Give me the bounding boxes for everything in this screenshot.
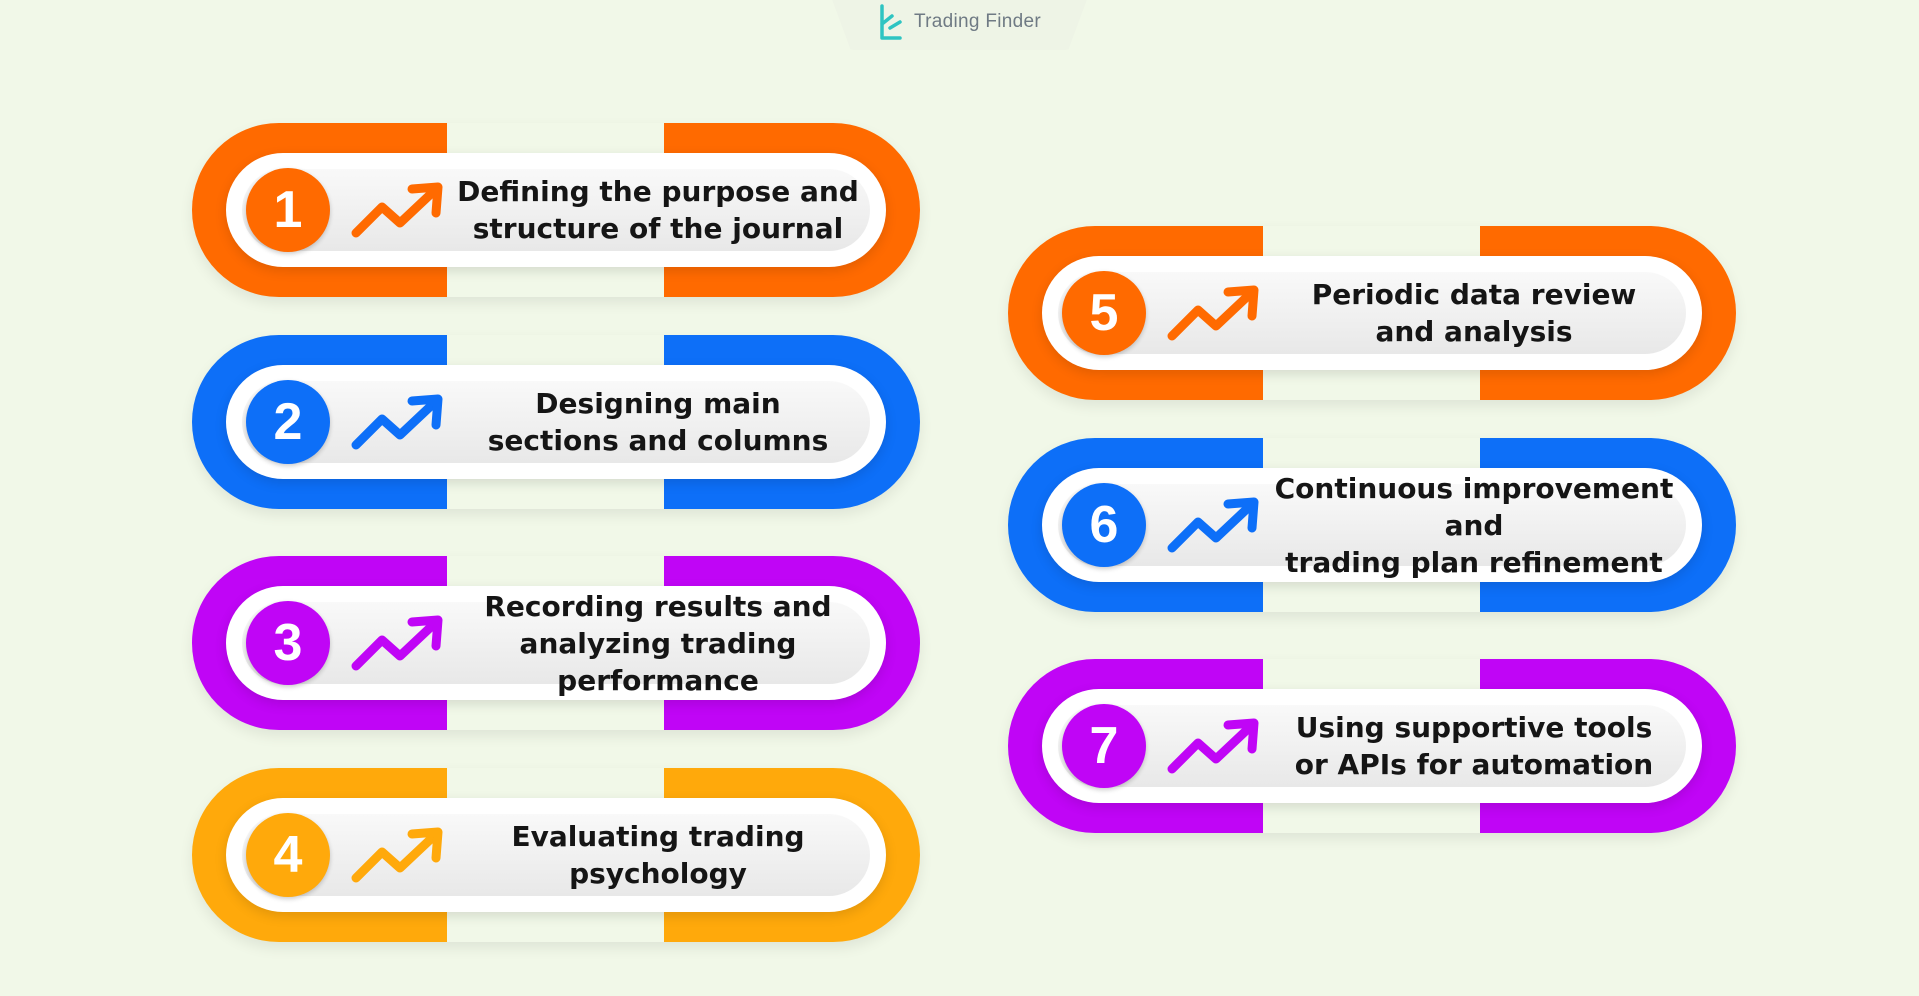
step-inner-pill <box>242 381 870 463</box>
trend-up-arrow-icon <box>1167 718 1259 774</box>
step-inner-pill <box>242 602 870 684</box>
step-number: 1 <box>246 168 330 252</box>
step-label: Designing main sections and columns <box>450 381 866 463</box>
step-number: 7 <box>1062 704 1146 788</box>
step-5: 5 Periodic data review and analysis <box>1008 226 1736 400</box>
step-label-text: Defining the purpose and structure of th… <box>457 175 859 245</box>
step-3: 3 Recording results and analyzing tradin… <box>192 556 920 730</box>
brand-name: Trading Finder <box>913 11 1042 32</box>
trend-up-arrow-icon <box>351 394 443 450</box>
step-inner-pill <box>242 169 870 251</box>
step-label-text: Recording results and analyzing trading … <box>484 589 832 697</box>
brand-logo: Trading Finder <box>830 0 1089 50</box>
step-label-text: Periodic data review and analysis <box>1311 278 1637 348</box>
step-number: 6 <box>1062 483 1146 567</box>
step-inner-pill <box>242 814 870 896</box>
step-label: Periodic data review and analysis <box>1266 272 1682 354</box>
step-2: 2 Designing main sections and columns <box>192 335 920 509</box>
step-inner-pill <box>1058 272 1686 354</box>
step-number: 2 <box>246 380 330 464</box>
step-6: 6 Continuous improvement and trading pla… <box>1008 438 1736 612</box>
step-inner-pill <box>1058 705 1686 787</box>
step-number: 4 <box>246 813 330 897</box>
trend-up-arrow-icon <box>1167 285 1259 341</box>
step-1: 1 Defining the purpose and structure of … <box>192 123 920 297</box>
step-label-text: Designing main sections and columns <box>487 387 829 457</box>
step-label-text: Continuous improvement and trading plan … <box>1274 471 1674 579</box>
step-label-text: Evaluating trading psychology <box>511 820 805 890</box>
trading-finder-logo-icon <box>880 4 902 40</box>
step-7: 7 Using supportive tools or APIs for aut… <box>1008 659 1736 833</box>
step-label: Recording results and analyzing trading … <box>450 590 866 697</box>
step-4: 4 Evaluating trading psychology <box>192 768 920 942</box>
trend-up-arrow-icon <box>351 827 443 883</box>
trend-up-arrow-icon <box>351 615 443 671</box>
step-label: Defining the purpose and structure of th… <box>450 169 866 251</box>
trend-up-arrow-icon <box>351 182 443 238</box>
step-inner-pill <box>1058 484 1686 566</box>
step-number: 5 <box>1062 271 1146 355</box>
step-label: Using supportive tools or APIs for autom… <box>1266 705 1682 787</box>
step-label: Evaluating trading psychology <box>450 814 866 896</box>
step-label-text: Using supportive tools or APIs for autom… <box>1294 711 1654 781</box>
step-number: 3 <box>246 601 330 685</box>
step-label: Continuous improvement and trading plan … <box>1266 472 1682 579</box>
trend-up-arrow-icon <box>1167 497 1259 553</box>
